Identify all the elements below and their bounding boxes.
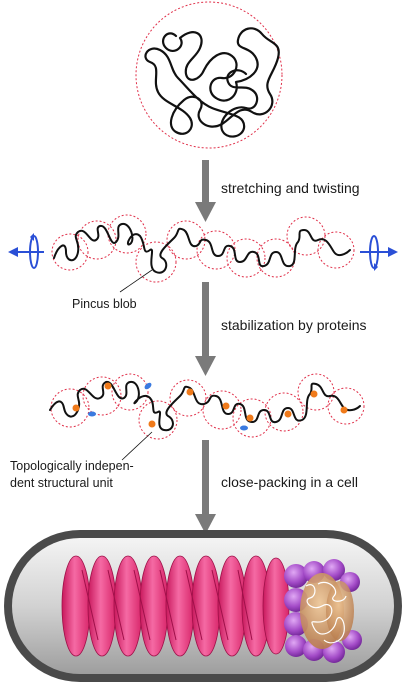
pincus-blob-pointer	[119, 269, 153, 293]
unit-label-line2: dent structural unit	[10, 476, 113, 490]
protein-orange	[284, 410, 292, 418]
bacterial-cell	[4, 530, 402, 682]
step-arrow-2	[195, 282, 216, 376]
step-label-stabilization: stabilization by proteins	[221, 317, 367, 333]
magnified-beads	[300, 573, 354, 649]
protein-orange	[186, 388, 194, 396]
protein-blue	[88, 411, 96, 417]
protein-orange	[222, 402, 230, 410]
protein-orange	[310, 390, 318, 398]
protein-orange	[246, 414, 254, 422]
protein-orange	[340, 406, 348, 414]
stretched-blob-chain	[51, 214, 355, 283]
blob-circles	[51, 214, 355, 283]
step-label-stretching: stretching and twisting	[221, 180, 360, 196]
twist-arrow-left	[8, 233, 44, 269]
protein-orange	[72, 404, 80, 412]
protein-orange	[148, 420, 156, 428]
step-arrow-1	[195, 160, 216, 222]
unit-label-line1: Topologically indepen-	[10, 459, 134, 473]
step-arrow-3	[195, 440, 216, 534]
protein-blue	[240, 425, 248, 431]
coil-front-loops	[81, 569, 253, 641]
pincus-blob-label: Pincus blob	[72, 297, 137, 311]
stabilized-blob-chain	[49, 373, 365, 440]
twist-arrow-right	[360, 235, 398, 271]
random-coil-globule	[135, 1, 283, 149]
protein-markers	[72, 382, 348, 431]
unit-pointer	[121, 431, 153, 461]
protein-orange	[104, 382, 112, 390]
protein-blue	[144, 382, 152, 390]
stretched-strand	[53, 222, 351, 274]
coiled-dna-strand	[144, 27, 280, 138]
globule-boundary	[135, 1, 283, 149]
chromosome-coil	[61, 555, 290, 657]
unit-circles	[50, 373, 365, 440]
stabilized-strand	[49, 380, 361, 432]
step-label-close-packing: close-packing in a cell	[221, 474, 358, 490]
inner-strand	[305, 581, 347, 644]
